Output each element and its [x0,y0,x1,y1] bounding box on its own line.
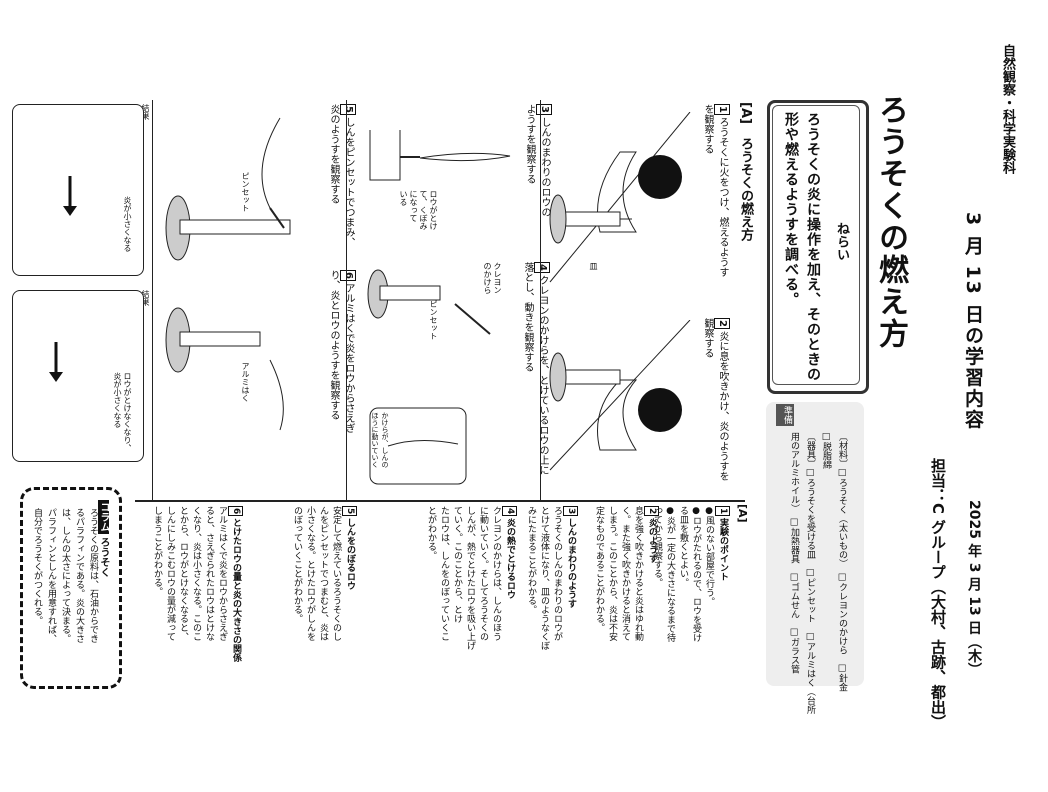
title-box-inner [772,105,860,385]
point-2-title: 炎のようす [647,518,657,564]
illustration-step1 [549,112,691,283]
step-5-num: 5 [340,104,356,115]
illustration-step5 [261,117,285,229]
aim-text: ろうそくの炎に操作を加え、そのときの 形や燃えるようすを調べる。 [783,112,821,382]
step-2: 2炎に息を吹きかけ、炎のようすを 観察する [700,318,730,481]
label-crayon-move: かけらが、しんの ほうに動いていく [371,412,389,468]
step-3-text: しんのまわりのロウの ようすを観察する [524,104,550,217]
illustration-step2 [549,320,691,471]
column-separator-3 [152,100,153,500]
step-5: 5しんをピンセットでつまみ、 炎のようすを観察する [326,104,356,247]
point-6-num: 6 [228,506,243,517]
section-a-heading: [A] ろうそくの燃え方 [738,102,753,241]
illustration-candle-stand [165,195,291,261]
point-5-text: 安定して燃えているろうそくのし んをピンセットでつまむと、炎は 小さくなる。とけ… [292,506,341,641]
point-1-num: 1 [715,506,730,517]
point-5-title: しんをのぼるロウ [345,518,355,591]
column-separator-1 [540,100,541,500]
illustration-step4 [367,269,491,335]
step-6: 6アルミはくで炎をロウからさえぎ り、炎とロウのようすを観察する [326,270,356,433]
result-box-2 [12,290,144,462]
illustration-step6 [165,307,284,431]
point-3: 3しんのまわりのようす ろうそくのしんのまわりのロウが とけて液体になり、皿のよ… [524,506,578,650]
point-1: 1実験のポイント ●風のない部屋で行う。 ●ロウがたれるので、ロウを受け る皿を… [650,506,730,642]
point-2-text: 息を強く吹きかけると炎はゆれ動 く。また強く吹きかけると消えて しまう。このこと… [594,506,643,641]
point-3-text: ろうそくのしんのまわりのロウが とけて液体になり、皿のようなくぼ みにたまること… [526,506,562,650]
step-4: 4クレヨンのかけらを、とけているロウの上に 落とし、動きを観察する [520,262,550,475]
section-divider [135,500,745,502]
point-4-text: クレヨンのかけらは、しんのほう に動いていく。そしてろうそくの しんが、熱でとけ… [426,506,501,650]
prep-tag: 準備 [776,404,794,426]
column-title: ろうそく [98,537,109,578]
step-4-text: クレヨンのかけらを、とけているロウの上に 落とし、動きを観察する [522,262,548,475]
step-1-text: ろうそくに火をつけ、燃えるようす を観察する [702,104,728,277]
label-dish: 皿 [589,262,598,270]
aim-label: ねらい [834,222,849,261]
result-flame-small: 炎が小さくなる [123,196,132,252]
date-label: 2025 年 3 月 13 日（木） [966,500,982,677]
label-tweezers-1: ピンセット [429,300,438,340]
label-tweezers-2: ピンセット [241,172,250,212]
step-5-text: しんをピンセットでつまみ、 炎のようすを観察する [328,104,354,247]
step-6-text: アルミはくで炎をロウからさえぎ り、炎とロウのようすを観察する [328,270,354,433]
step-2-text: 炎に息を吹きかけ、炎のようすを 観察する [702,318,728,481]
step-6-num: 6 [340,270,356,281]
column-separator-2 [346,100,347,500]
label-crayon: クレヨン のかけら [483,262,502,294]
result-label: 結果 [141,104,150,120]
result-rou-hardens: ロウがとけなくなり、 炎が小さくなる [113,372,132,452]
lesson-title: 3 月 13 日の学習内容 [962,212,984,431]
point-6-title: とけたロウの量と炎の大きさの関係 [231,518,241,663]
point-5: 5しんをのぼるロウ 安定して燃えているろうそくのし んをピンセットでつまむと、炎… [290,506,357,641]
result-arrow-2 [49,342,63,382]
column-box [20,487,122,689]
point-6: 6とけたロウの量と炎の大きさの関係 アルミはくで炎をロウからさえぎ ると、さえぎ… [150,506,243,662]
result-arrow-1 [63,176,77,216]
point-4: 4炎の熱でとけるロウ クレヨンのかけらは、しんのほう に動いていく。そしてろうそ… [424,506,517,650]
tools-line-2: 用のアルミホイル） □加熱器具 □ゴムせん □ガラス管 [789,432,799,674]
label-aluminum: アルミはく [241,362,250,402]
result-label-2: 結果 [141,290,150,306]
point-5-num: 5 [342,506,357,517]
step-1: 1ろうそくに火をつけ、燃えるようす を観察する [700,104,730,277]
step-4-num: 4 [534,262,550,273]
point-4-num: 4 [502,506,517,517]
tools-line: 〔器具〕□ろうそくを受ける皿 □ピンセット □アルミはく（台所 [805,432,815,714]
step-3: 3しんのまわりのロウの ようすを観察する [522,104,552,217]
label-rou-melt: ロウがとけ て、くぼみ になって いる [399,190,438,230]
illustration-step3 [369,130,511,181]
column-heading: コラム ろうそく [96,500,111,577]
step-2-num: 2 [714,318,730,329]
point-3-title: しんのまわりのようす [566,518,576,609]
point-4-title: 炎の熱でとけるロウ [505,518,515,600]
step-1-num: 1 [714,104,730,115]
point-1-title: 実験のポイント [718,518,728,582]
point-2: 2炎のようす 息を強く吹きかけると炎はゆれ動 く。また強く吹きかけると消えて し… [592,506,659,641]
step-3-num: 3 [536,104,552,115]
point-2-num: 2 [644,506,659,517]
illustration-step4-detail [369,407,467,485]
points-section-head: [A] [736,504,749,523]
point-6-text: アルミはくで炎をロウからさえぎ ると、さえぎられたロウはとけな くなり、炎は小さ… [152,506,227,641]
point-3-num: 3 [563,506,578,517]
column-text: ろうそくの原料は、石油からでき るパラフィンである。炎の大きさ は、しんの太さに… [32,508,98,643]
materials-line-2: □脱脂綿 [821,432,831,469]
column-badge: コラム [98,500,109,534]
teacher-label: 担当：C グループ（大村、古跡、都出） [929,458,947,730]
materials-line: 〔材料〕□ろうそく（太いもの） □クレヨンのかけら □針金 [837,432,847,692]
prep-box [766,402,864,686]
worksheet-title: ろうそくの燃え方 [873,94,908,350]
result-box-1 [12,104,144,276]
point-1-text: ●風のない部屋で行う。 ●ロウがたれるので、ロウを受け る皿を敷くとよい。 ●炎… [652,506,714,642]
category-label: 自然観察・科学実験科 [1000,44,1015,174]
title-box [767,100,869,394]
